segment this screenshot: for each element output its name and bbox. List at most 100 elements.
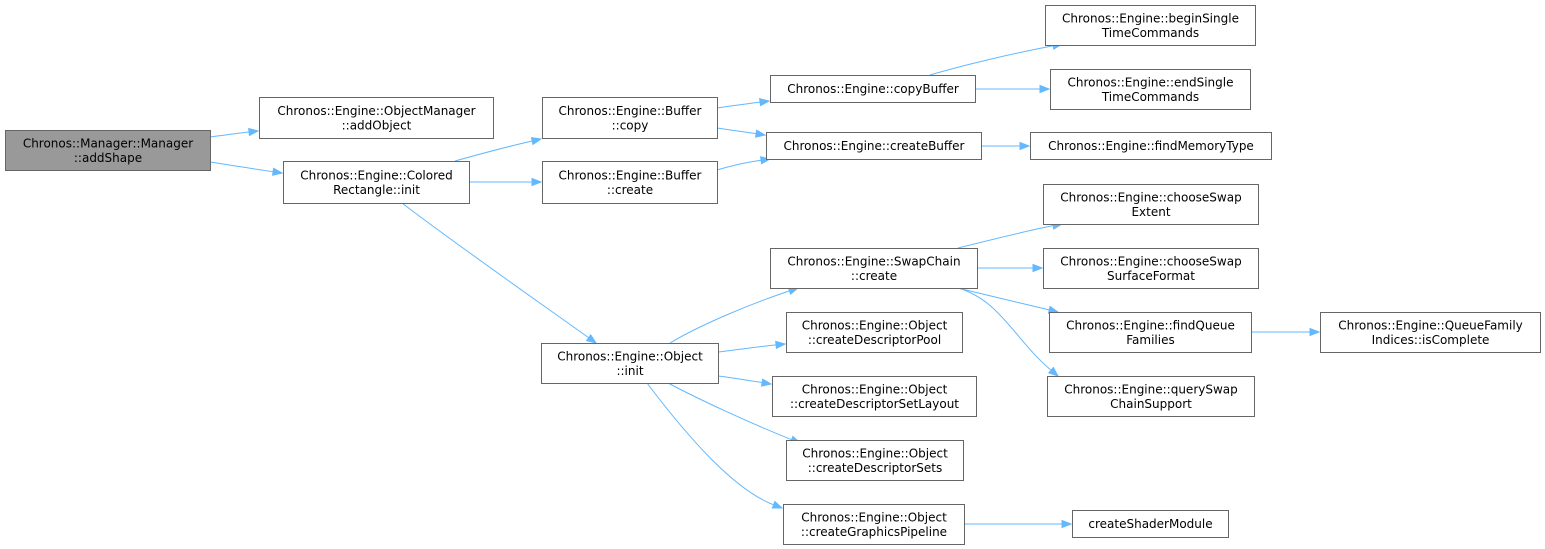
call-graph-nodes: Chronos::Manager::Manager::addShapeChron… bbox=[5, 5, 1541, 545]
edge-line bbox=[209, 161, 274, 173]
edge-n2-n3 bbox=[454, 136, 543, 162]
edge-line bbox=[667, 382, 792, 441]
node-box bbox=[1045, 5, 1256, 46]
node-label-line: SurfaceFormat bbox=[1107, 269, 1195, 283]
edge-arrowhead bbox=[248, 127, 260, 137]
edge-arrowhead bbox=[1039, 84, 1051, 94]
graph-node-n11[interactable]: Chronos::Engine::SwapChain::create bbox=[770, 248, 978, 289]
node-box bbox=[259, 97, 494, 139]
edge-arrowhead bbox=[760, 378, 773, 387]
edge-n4-n7 bbox=[716, 156, 772, 171]
edge-arrowhead bbox=[530, 136, 543, 146]
node-label-line: Chronos::Engine::copyBuffer bbox=[787, 82, 959, 96]
node-label-line: Chronos::Engine::Object bbox=[557, 349, 703, 363]
node-box bbox=[1320, 312, 1541, 353]
node-label-line: Chronos::Engine::Object bbox=[802, 318, 948, 332]
edge-n5-n13 bbox=[717, 375, 773, 387]
node-label-line: Chronos::Engine::Object bbox=[801, 510, 947, 524]
node-label-line: ::createDescriptorSets bbox=[808, 461, 942, 475]
graph-node-n15[interactable]: Chronos::Engine::Object::createGraphicsP… bbox=[783, 504, 965, 545]
node-box bbox=[766, 132, 982, 160]
edge-line bbox=[957, 225, 1054, 249]
edge-n2-n5 bbox=[401, 202, 598, 344]
graph-node-n5[interactable]: Chronos::Engine::Object::init bbox=[541, 343, 719, 384]
edge-n6-n8 bbox=[929, 41, 1064, 76]
edge-line bbox=[716, 101, 761, 109]
node-label-line: ::create bbox=[607, 183, 653, 197]
edge-arrowhead bbox=[1032, 263, 1044, 273]
graph-node-n1[interactable]: Chronos::Engine::ObjectManager::addObjec… bbox=[259, 97, 494, 139]
edge-line bbox=[929, 45, 1054, 76]
edge-arrowhead bbox=[272, 167, 284, 176]
edge-arrowhead bbox=[771, 500, 784, 509]
graph-node-n4[interactable]: Chronos::Engine::Buffer::create bbox=[542, 161, 718, 204]
graph-node-n12[interactable]: Chronos::Engine::Object::createDescripto… bbox=[786, 312, 963, 353]
edge-line bbox=[957, 287, 1050, 311]
node-box bbox=[1030, 132, 1272, 160]
node-label-line: Indices::isComplete bbox=[1372, 333, 1490, 347]
graph-node-n20[interactable]: Chronos::Engine::QueueFamilyIndices::isC… bbox=[1320, 312, 1541, 353]
edge-n15-n21 bbox=[964, 519, 1073, 529]
graph-node-n3[interactable]: Chronos::Engine::Buffer::copy bbox=[542, 97, 718, 139]
node-label-line: ::createDescriptorSetLayout bbox=[790, 397, 959, 411]
node-box bbox=[786, 440, 964, 481]
node-label-line: Rectangle::init bbox=[333, 183, 420, 197]
node-box bbox=[5, 130, 211, 171]
edge-line bbox=[717, 375, 763, 384]
node-label-line: Chronos::Engine::Object bbox=[802, 382, 948, 396]
node-label-line: Chronos::Engine::SwapChain bbox=[787, 254, 960, 268]
call-graph-edges bbox=[209, 41, 1321, 529]
node-box bbox=[542, 161, 718, 204]
graph-node-n14[interactable]: Chronos::Engine::Object::createDescripto… bbox=[786, 440, 964, 481]
node-label-line: Chronos::Engine::ObjectManager bbox=[277, 104, 475, 118]
graph-node-n6[interactable]: Chronos::Engine::copyBuffer bbox=[770, 75, 976, 103]
edge-arrowhead bbox=[1019, 141, 1031, 151]
edge-arrowhead bbox=[1047, 366, 1060, 377]
node-box bbox=[1072, 510, 1229, 538]
edge-n6-n9 bbox=[975, 84, 1051, 94]
node-label-line: TimeCommands bbox=[1101, 26, 1199, 40]
edge-arrowhead bbox=[1309, 327, 1321, 337]
edge-arrowhead bbox=[775, 340, 787, 350]
node-label-line: Chronos::Engine::chooseSwap bbox=[1060, 254, 1241, 268]
graph-node-n13[interactable]: Chronos::Engine::Object::createDescripto… bbox=[772, 376, 977, 417]
graph-node-n21[interactable]: createShaderModule bbox=[1072, 510, 1229, 538]
graph-node-n7[interactable]: Chronos::Engine::createBuffer bbox=[766, 132, 982, 160]
edge-n3-n6 bbox=[716, 97, 771, 109]
edge-n5-n11 bbox=[669, 286, 800, 344]
node-label-line: ::createGraphicsPipeline bbox=[801, 525, 947, 539]
node-label-line: Chronos::Engine::beginSingle bbox=[1062, 11, 1239, 25]
node-label-line: Chronos::Engine::Buffer bbox=[559, 104, 702, 118]
edge-n11-n17 bbox=[977, 263, 1044, 273]
edge-n0-n1 bbox=[209, 127, 260, 138]
node-box bbox=[1049, 312, 1252, 353]
graph-node-n10[interactable]: Chronos::Engine::findMemoryType bbox=[1030, 132, 1272, 160]
graph-node-n0: Chronos::Manager::Manager::addShape bbox=[5, 130, 211, 171]
node-label-line: ::copy bbox=[612, 118, 649, 132]
node-box bbox=[770, 75, 976, 103]
node-label-line: ::addShape bbox=[74, 151, 142, 165]
node-label-line: ::create bbox=[851, 269, 897, 283]
node-box bbox=[772, 376, 977, 417]
node-box bbox=[786, 312, 963, 353]
edge-line bbox=[957, 287, 1052, 371]
node-label-line: Chronos::Engine::Colored bbox=[300, 168, 453, 182]
edge-n11-n16 bbox=[957, 221, 1064, 249]
edge-n3-n7 bbox=[716, 127, 767, 138]
node-label-line: ChainSupport bbox=[1110, 397, 1192, 411]
node-label-line: Chronos::Engine::querySwap bbox=[1064, 382, 1238, 396]
node-box bbox=[283, 161, 470, 204]
node-label-line: ::init bbox=[616, 364, 643, 378]
node-box bbox=[1043, 184, 1259, 225]
edge-line bbox=[401, 202, 589, 339]
node-box bbox=[542, 97, 718, 139]
node-label-line: Chronos::Engine::createBuffer bbox=[783, 139, 964, 153]
edge-n7-n10 bbox=[981, 141, 1031, 151]
